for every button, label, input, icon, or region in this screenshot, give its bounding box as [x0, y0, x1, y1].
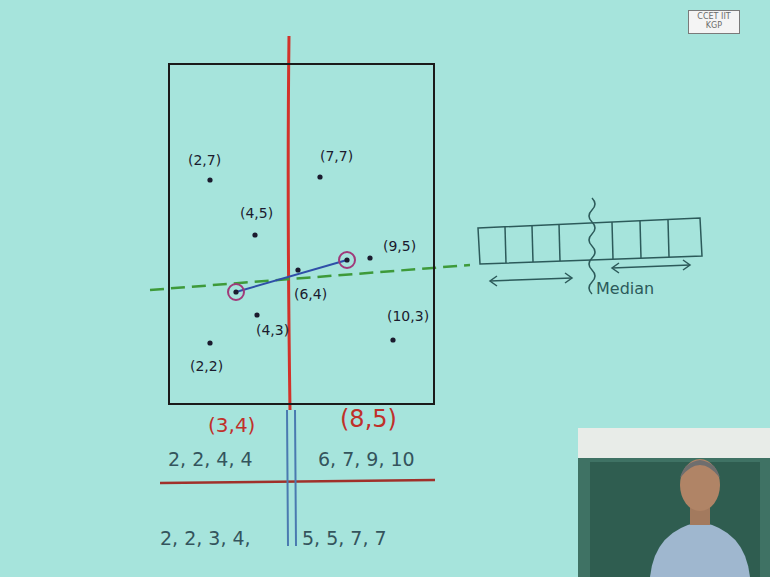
- point-label: (7,7): [320, 148, 353, 164]
- value-list: 5, 5, 7, 7: [302, 528, 387, 550]
- median-label: Median: [596, 280, 654, 298]
- range-arrows: [490, 260, 690, 286]
- underline: [160, 480, 435, 483]
- point-label: (4,3): [256, 322, 289, 338]
- value-list: 2, 2, 3, 4,: [160, 528, 251, 550]
- point-label: (4,5): [240, 205, 273, 221]
- distance-line: [236, 260, 347, 292]
- logo-box: CCET IIT KGP: [688, 10, 740, 34]
- point-label: (10,3): [387, 308, 429, 324]
- point-label: (6,4): [294, 286, 327, 302]
- double-bar: [287, 410, 296, 546]
- median-point: (8,5): [340, 406, 397, 434]
- split-line: [288, 36, 290, 410]
- value-list: 2, 2, 4, 4: [168, 449, 253, 471]
- median-point: (3,4): [208, 414, 255, 437]
- video-inset: [578, 428, 770, 577]
- point-label: (9,5): [383, 238, 416, 254]
- logo-text: CCET IIT KGP: [691, 13, 737, 31]
- point-label: (2,7): [188, 152, 221, 168]
- value-list: 6, 7, 9, 10: [318, 449, 415, 471]
- median-wave: [589, 198, 595, 294]
- point-region: (2,7) (7,7) (4,5) (9,5) (6,4) (4,3) (2,2) (10,3…: [168, 63, 435, 405]
- point-label: (2,2): [190, 358, 223, 374]
- circled-points: [228, 252, 355, 300]
- array: [478, 218, 702, 264]
- points: [207, 174, 395, 345]
